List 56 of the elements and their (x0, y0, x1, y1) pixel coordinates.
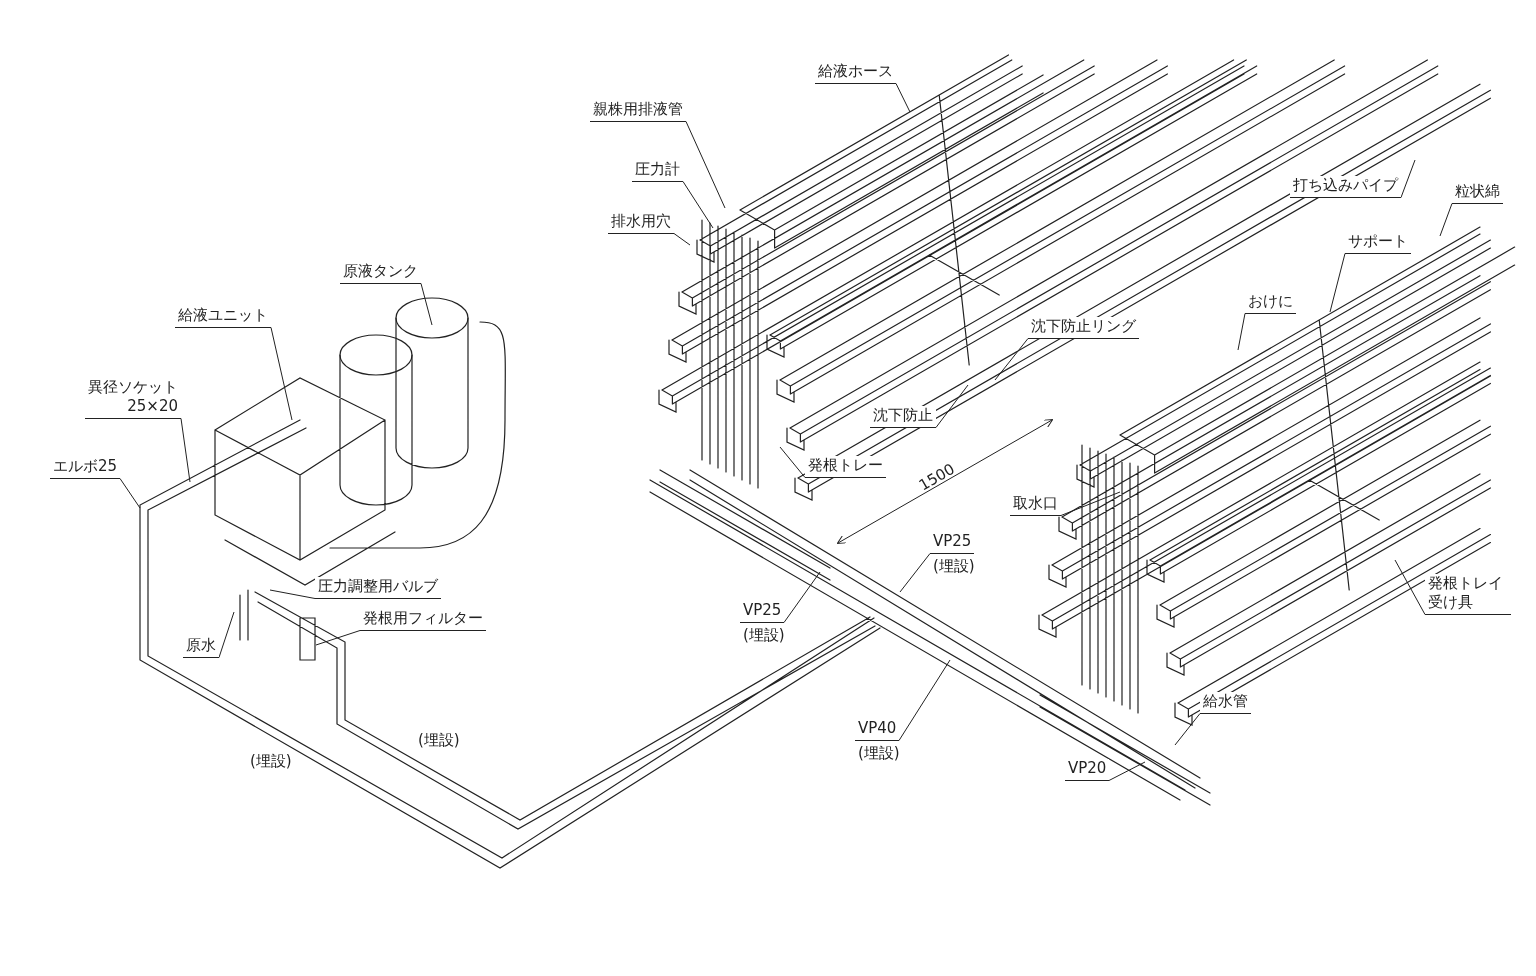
note-label: (埋設) (933, 557, 975, 576)
callout-label: VP20 (1065, 759, 1110, 781)
leader-line (895, 83, 911, 113)
callout-label: 異径ソケット (88, 378, 178, 397)
leader-line (1394, 559, 1426, 615)
callout-label: 原水 (183, 636, 219, 658)
callout-label: VP25 (740, 601, 785, 623)
leader-line (270, 327, 293, 421)
callout-label: 発根トレー (805, 456, 886, 478)
leader-line (315, 630, 361, 646)
callout-label: 取水口 (1010, 494, 1061, 516)
callout-label: サポート (1345, 232, 1411, 254)
leader-line (1237, 313, 1246, 351)
callout-label: 排水用穴 (608, 212, 674, 234)
note-label: (埋設) (250, 752, 292, 771)
callout-label: 給液ホース (815, 62, 896, 84)
leader-line (1439, 203, 1453, 237)
leader-line (1108, 761, 1146, 781)
callout-label: 圧力調整用バルブ (315, 577, 441, 599)
leader-line (420, 283, 433, 326)
callout-label: おけに (1245, 292, 1296, 314)
callout-label: 打ち込みパイプ (1290, 176, 1401, 198)
callout-label: エルボ25 (50, 457, 121, 479)
callout-label: 圧力計 (632, 160, 683, 182)
leader-line (1060, 491, 1121, 516)
leader-line (783, 571, 821, 623)
callout-label: 粒状綿 (1452, 182, 1503, 204)
leader-line (269, 589, 316, 599)
leader-line (673, 233, 691, 246)
callout-label: VP25 (930, 532, 975, 554)
leader-line (899, 553, 931, 593)
callout-label: 沈下防止 (870, 406, 936, 428)
callout-label: 25×20 (126, 397, 178, 416)
callout-label: 沈下防止リング (1028, 317, 1139, 339)
callout-label: VP40 (855, 719, 900, 741)
callout-label: 原液タンク (340, 262, 421, 284)
note-label: (埋設) (858, 744, 900, 763)
callout-label: 給液ユニット (175, 306, 271, 328)
callout-label: 給水管 (1200, 692, 1251, 714)
note-label: (埋設) (743, 626, 785, 645)
leader-line (685, 121, 726, 209)
leader-line (1174, 713, 1201, 746)
leader-line (994, 338, 1029, 381)
leader-line (935, 384, 969, 428)
leader-line (779, 446, 806, 478)
callout-label: 発根用フィルター (360, 609, 486, 631)
leader-line (1400, 159, 1416, 198)
leader-line (119, 478, 141, 509)
leader-line (180, 418, 191, 483)
callout-label: 親株用排液管 (590, 100, 686, 122)
leader-line (1329, 253, 1346, 313)
leader-line (218, 611, 235, 658)
leader-line (898, 659, 951, 741)
callout-label: 発根トレイ受け具 (1425, 574, 1511, 615)
leader-line (682, 181, 714, 229)
note-label: (埋設) (418, 731, 460, 750)
